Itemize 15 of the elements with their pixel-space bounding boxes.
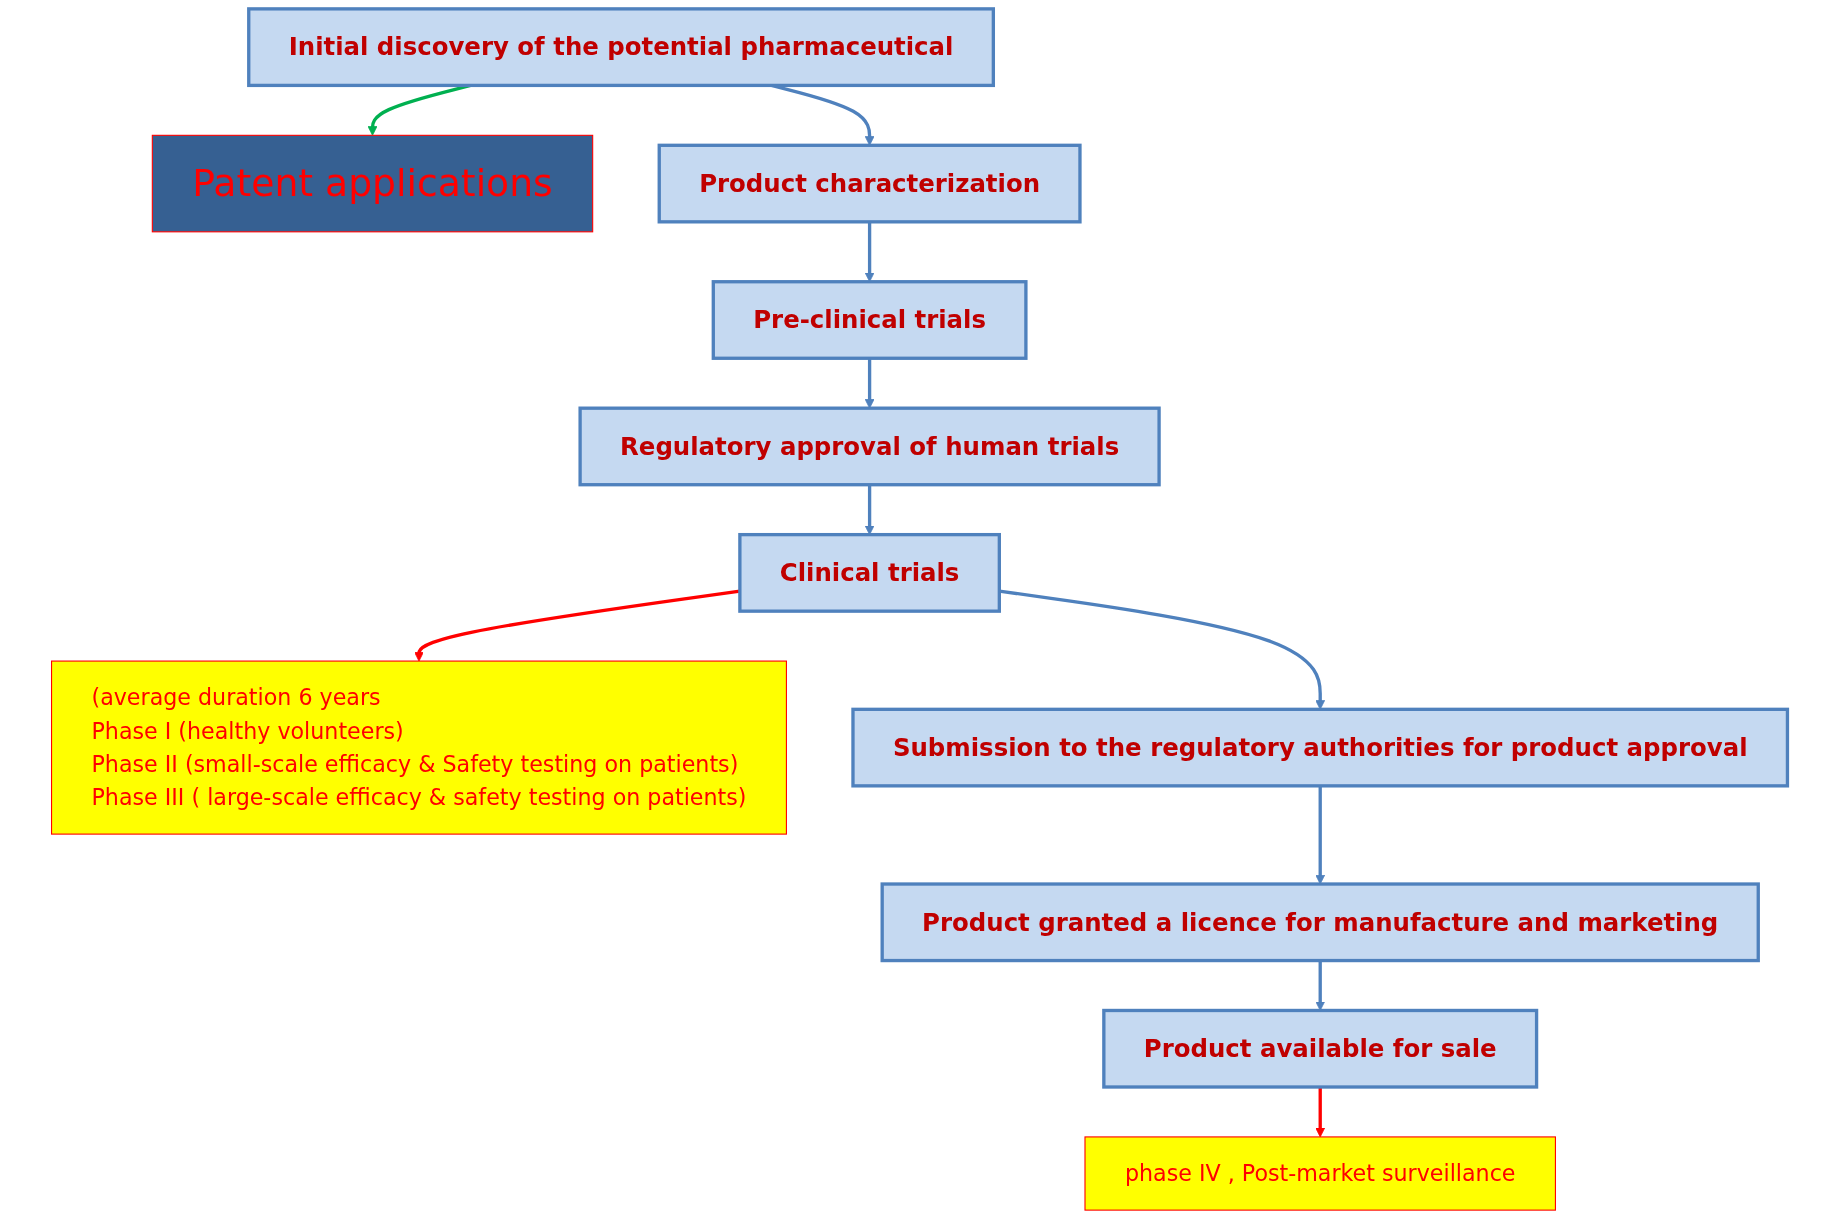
node-box: Product granted a licence for manufacture and marketing — [880, 882, 1760, 963]
node-box: Pre-clinical trials — [711, 280, 1028, 360]
arrow — [864, 358, 875, 409]
node-box: Product available for sale — [1102, 1008, 1539, 1089]
node-box: (average duration 6 years Phase I (healthy volunteers) Phase II (small-scale efficacy & Safety testing on patients) Phase III ( large-scale efficacy & safety testing on patients) — [51, 660, 787, 835]
arrow — [1315, 1087, 1326, 1138]
node-box: Initial discovery of the potential pharmaceutical — [247, 7, 995, 88]
node-box: Patent applications — [151, 134, 594, 233]
arrow — [1315, 785, 1326, 885]
node-box: phase IV , Post-market surveillance — [1084, 1136, 1556, 1211]
arrow — [1315, 960, 1326, 1011]
node-box: Submission to the regulatory authorities for product approval — [851, 707, 1790, 788]
node-box: Regulatory approval of human trials — [578, 406, 1161, 487]
node-box: Clinical trials — [738, 532, 1001, 613]
node-box: Product characterization — [657, 143, 1082, 224]
